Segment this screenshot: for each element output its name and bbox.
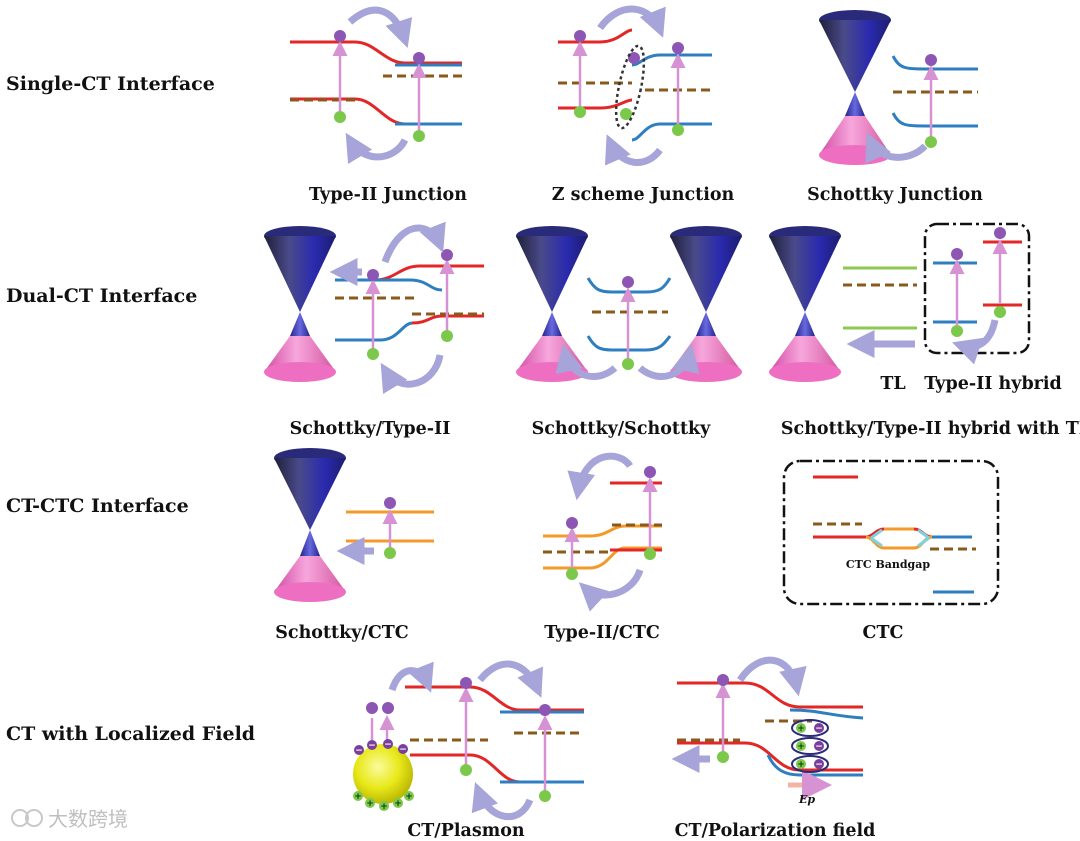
svg-text:−: − — [384, 740, 392, 750]
caption-schottky-type-ii-hybrid-tl: Schottky/Type-II hybrid with TL — [781, 419, 1080, 439]
watermark-text: 大数跨境 — [48, 807, 128, 831]
z-scheme-junction-diagram — [558, 5, 712, 166]
label-ep: Ep — [798, 793, 815, 806]
ct-polarization-diagram — [671, 656, 864, 800]
schottky-ctc-diagram — [274, 448, 434, 602]
svg-text:+: + — [380, 802, 388, 812]
type-ii-ctc-diagram — [543, 452, 662, 612]
label-tl: TL — [880, 374, 905, 394]
svg-text:−: − — [355, 746, 363, 756]
row-label-single-ct: Single-CT Interface — [6, 73, 215, 95]
svg-text:−: − — [815, 760, 823, 770]
svg-text:+: + — [797, 742, 805, 752]
schottky-type-ii-hybrid-tl-diagram — [769, 222, 1031, 382]
caption-schottky-schottky: Schottky/Schottky — [532, 419, 712, 439]
row-label-ct-localized-field: CT with Localized Field — [6, 723, 255, 745]
svg-text:+: + — [797, 724, 805, 734]
label-type-ii-hybrid: Type-II hybrid — [924, 374, 1062, 394]
caption-ct-polarization-field: CT/Polarization field — [675, 821, 876, 841]
svg-text:−: − — [815, 724, 823, 734]
polarization-dipoles: + − + − + − — [791, 719, 829, 773]
caption-ctc: CTC — [863, 623, 904, 643]
svg-text:−: − — [399, 745, 407, 755]
schottky-type-ii-diagram — [264, 221, 484, 395]
label-ctc-bandgap: CTC Bandgap — [846, 558, 930, 571]
caption-type-ii-junction: Type-II Junction — [309, 185, 467, 205]
svg-text:+: + — [394, 799, 402, 809]
ctc-diagram — [782, 459, 1000, 606]
svg-text:+: + — [354, 792, 362, 802]
caption-ct-plasmon: CT/Plasmon — [407, 821, 525, 841]
svg-text:−: − — [368, 741, 376, 751]
svg-text:−: − — [815, 742, 823, 752]
caption-schottky-junction: Schottky Junction — [807, 185, 983, 205]
caption-type-ii-ctc: Type-II/CTC — [544, 623, 660, 643]
caption-z-scheme-junction: Z scheme Junction — [552, 185, 735, 205]
schottky-junction-diagram — [819, 10, 978, 165]
row-label-dual-ct: Dual-CT Interface — [6, 285, 197, 307]
schottky-schottky-diagram — [516, 226, 742, 382]
svg-text:+: + — [405, 792, 413, 802]
plasmon-charges: − − − − + + + + + — [353, 739, 414, 812]
type-ii-junction-diagram — [290, 6, 462, 165]
svg-text:+: + — [797, 760, 805, 770]
ct-plasmon-diagram — [353, 660, 584, 820]
caption-schottky-ctc: Schottky/CTC — [275, 623, 408, 643]
watermark: 大数跨境 — [11, 807, 128, 831]
row-label-ct-ctc: CT-CTC Interface — [6, 495, 189, 517]
caption-schottky-type-ii: Schottky/Type-II — [290, 419, 451, 439]
svg-text:+: + — [366, 799, 374, 809]
